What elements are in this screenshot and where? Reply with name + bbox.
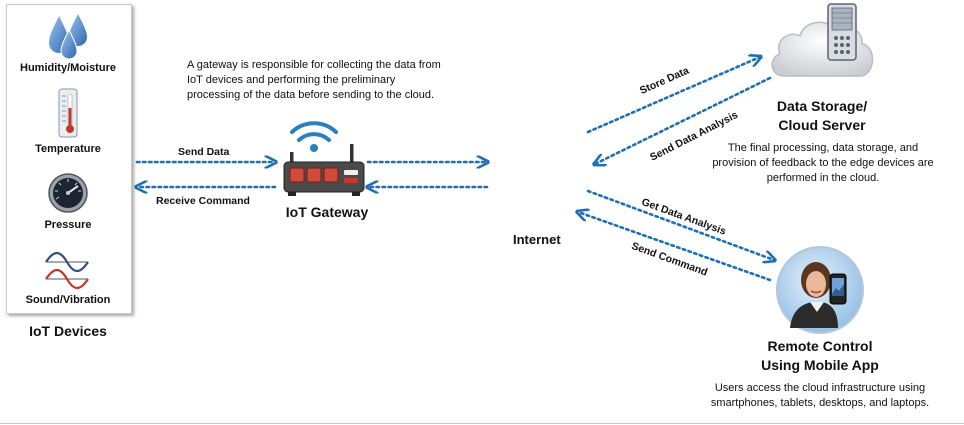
iot-devices-title: IoT Devices: [29, 323, 107, 339]
device-label-pressure: Pressure: [44, 219, 92, 231]
remote-description-line: smartphones, tablets, desktops, and lapt…: [710, 397, 930, 409]
gateway-description-line: IoT devices and performing the prelimina…: [187, 74, 396, 86]
receive-command-label: Receive Command: [156, 195, 250, 207]
cloud-title-line: Data Storage/: [776, 98, 868, 114]
remote-title-line: Using Mobile App: [761, 357, 879, 373]
router-icon: [283, 121, 365, 196]
cloud-description-line: The final processing, data storage, and: [727, 142, 919, 154]
remote-title: Remote Control Using Mobile App: [735, 337, 905, 375]
gateway-title: IoT Gateway: [285, 204, 369, 220]
store-data-arrow: [586, 57, 760, 134]
device-label-humidity: Humidity/Moisture: [20, 62, 116, 74]
cloud-description-line: performed in the cloud.: [766, 172, 880, 184]
water-drops-icon: [49, 14, 87, 60]
cloud-title: Data Storage/ Cloud Server: [757, 97, 887, 135]
get-data-analysis-arrow: [586, 189, 774, 260]
bottom-divider: [0, 423, 964, 424]
device-label-temperature: Temperature: [35, 143, 101, 155]
cloud-title-line: Cloud Server: [778, 117, 866, 133]
remote-title-line: Remote Control: [767, 338, 873, 354]
cloud-description: The final processing, data storage, and …: [703, 141, 943, 186]
send-command-arrow: [578, 212, 772, 282]
device-label-sound: Sound/Vibration: [25, 294, 111, 306]
internet-label: Internet: [513, 232, 561, 247]
send-data-analysis-arrow: [595, 76, 772, 164]
cloud-description-line: provision of feedback to the edge device…: [712, 157, 934, 169]
gateway-description-line: processing of the data before sending to…: [187, 89, 435, 101]
remote-description: Users access the cloud infrastructure us…: [695, 381, 945, 411]
gateway-description-line: A gateway is responsible for collecting …: [187, 59, 441, 71]
mobile-user-icon: [776, 246, 864, 334]
remote-description-line: Users access the cloud infrastructure us…: [714, 382, 926, 394]
pressure-gauge-icon: [48, 173, 88, 213]
gateway-description: A gateway is responsible for collecting …: [187, 58, 467, 103]
cloud-server-icon: [771, 3, 874, 77]
thermometer-icon: [58, 88, 78, 138]
sound-wave-icon: [45, 252, 89, 290]
send-data-label: Send Data: [178, 146, 230, 158]
